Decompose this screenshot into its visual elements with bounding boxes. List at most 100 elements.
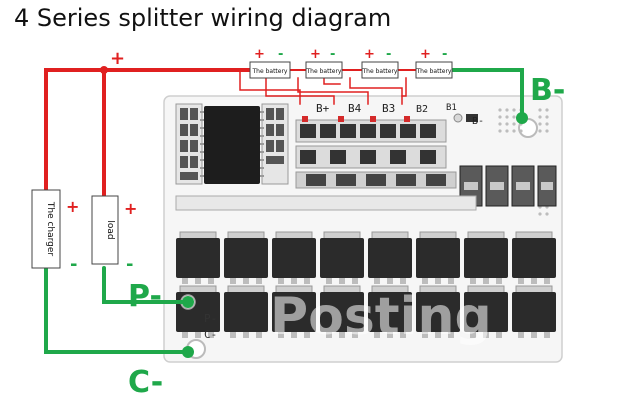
junction-bminus xyxy=(516,112,528,124)
battery-3-label: The battery xyxy=(362,68,398,75)
mosfet-lower-2-leg-1 xyxy=(230,332,236,338)
charger-minus: - xyxy=(70,254,77,275)
watermark: Posting xyxy=(270,287,492,347)
mosfet-upper-1-leg-1 xyxy=(182,278,188,284)
mosfet-upper-2-leg-1 xyxy=(230,278,236,284)
battery-cell-2: + - The battery xyxy=(305,47,343,79)
mosfet-lower-7-leg-2 xyxy=(483,332,489,338)
battery-negative-to-bminus xyxy=(450,68,524,120)
junction-top-left xyxy=(100,66,108,74)
mosfet-lower-2-leg-2 xyxy=(243,332,249,338)
mosfet-lower-2 xyxy=(224,292,268,332)
mosfet-lower-8-leg-1 xyxy=(518,332,524,338)
mosfet-lower-1-leg-3 xyxy=(208,332,214,338)
junction-c xyxy=(182,346,194,358)
mosfet-upper-3-leg-3 xyxy=(304,278,310,284)
mosfet-upper-1-leg-3 xyxy=(208,278,214,284)
mosfet-lower-4-leg-1 xyxy=(326,332,332,338)
mosfet-row-upper xyxy=(176,231,556,284)
load-box xyxy=(91,195,119,265)
mosfet-row-lower xyxy=(176,285,556,338)
pad-label-b4: B4 xyxy=(348,102,362,115)
battery-1-minus: - xyxy=(278,47,283,62)
mosfet-upper-5-leg-1 xyxy=(374,278,380,284)
mosfet-lower-4 xyxy=(320,292,364,332)
mosfet-upper-7-leg-1 xyxy=(470,278,476,284)
balance-tap-b3 xyxy=(297,77,369,105)
board-label-p: P- xyxy=(204,312,217,325)
battery-3-plus: + xyxy=(364,47,375,62)
pad-bminus xyxy=(466,114,478,122)
mosfet-lower-8-leg-3 xyxy=(544,332,550,338)
mosfet-lower-8-leg-2 xyxy=(531,332,537,338)
pad-b1 xyxy=(453,113,463,123)
mosfet-upper-8-leg-2 xyxy=(531,278,537,284)
mosfet-lower-5-leg-2 xyxy=(387,332,393,338)
mosfet-lower-6-leg-3 xyxy=(448,332,454,338)
battery-4-label: The battery xyxy=(416,68,452,75)
battery-cell-3: + - The battery xyxy=(361,47,399,79)
pad-label-bminus: B- xyxy=(472,116,484,127)
battery-4-box xyxy=(415,61,453,79)
mosfet-upper-6 xyxy=(416,238,460,278)
positive-wires xyxy=(44,68,417,198)
tab-strip xyxy=(175,195,477,211)
balance-resistors xyxy=(295,119,457,189)
battery-1-plus: + xyxy=(254,47,265,62)
mosfet-upper-7-leg-2 xyxy=(483,278,489,284)
mosfet-lower-6 xyxy=(416,292,460,332)
battery-2-label: The battery xyxy=(306,68,342,75)
mosfet-lower-1-leg-2 xyxy=(195,332,201,338)
mosfet-lower-3-leg-2 xyxy=(291,332,297,338)
mosfet-upper-7 xyxy=(464,238,508,278)
mosfet-lower-2-leg-3 xyxy=(256,332,262,338)
mosfet-upper-7-leg-3 xyxy=(496,278,502,284)
cell-pads: B+ B4 B3 B2 B1 B- xyxy=(316,102,484,127)
pad-label-b3: B3 xyxy=(382,102,395,115)
battery-3-box xyxy=(361,61,399,79)
mosfet-upper-3-leg-1 xyxy=(278,278,284,284)
diagram-title: 4 Series splitter wiring diagram xyxy=(14,4,392,32)
mosfet-lower-3 xyxy=(272,292,316,332)
load-label: load xyxy=(105,220,115,239)
mosfet-lower-5-leg-3 xyxy=(400,332,406,338)
bms-controller-chip xyxy=(200,106,264,184)
mosfet-lower-7-leg-3 xyxy=(496,332,502,338)
mosfet-lower-1-leg-1 xyxy=(182,332,188,338)
pad-label-b2: B2 xyxy=(416,104,428,115)
mosfet-upper-4-leg-1 xyxy=(326,278,332,284)
board-label-c: C- xyxy=(204,328,217,341)
mosfet-lower-4-leg-2 xyxy=(339,332,345,338)
sense-connectors xyxy=(302,116,410,122)
mosfet-upper-5-leg-3 xyxy=(400,278,406,284)
battery-3-minus: - xyxy=(386,47,391,62)
load-negative-to-p xyxy=(102,266,190,304)
label-b-minus: B- xyxy=(530,73,565,108)
charger-negative-to-c xyxy=(44,266,190,354)
mosfet-upper-1-leg-2 xyxy=(195,278,201,284)
passive-components-left xyxy=(175,103,289,185)
battery-string: + - The battery + - The battery + - The … xyxy=(249,47,453,79)
battery-cell-4: + - The battery xyxy=(415,47,453,79)
battery-4-minus: - xyxy=(442,47,447,62)
mosfet-upper-6-leg-1 xyxy=(422,278,428,284)
mosfet-lower-8 xyxy=(512,292,556,332)
mosfet-lower-4-leg-3 xyxy=(352,332,358,338)
charger-plus: + xyxy=(66,197,79,216)
charger-box xyxy=(31,189,61,269)
mosfet-lower-6-leg-2 xyxy=(435,332,441,338)
load-minus: - xyxy=(126,254,133,275)
charger-block: The charger + - xyxy=(31,189,79,275)
bms-board: B+ B4 B3 B2 B1 B- P- C- xyxy=(163,95,563,363)
pad-label-b1: B1 xyxy=(446,103,457,113)
mosfet-upper-2-leg-2 xyxy=(243,278,249,284)
mosfet-upper-2-leg-3 xyxy=(256,278,262,284)
mosfet-upper-6-leg-2 xyxy=(435,278,441,284)
mosfet-upper-4-leg-3 xyxy=(352,278,358,284)
mosfet-upper-6-leg-3 xyxy=(448,278,454,284)
junction-dots xyxy=(100,66,528,358)
mosfet-upper-8 xyxy=(512,238,556,278)
mosfet-lower-7 xyxy=(464,292,508,332)
mosfet-lower-3-leg-1 xyxy=(278,332,284,338)
